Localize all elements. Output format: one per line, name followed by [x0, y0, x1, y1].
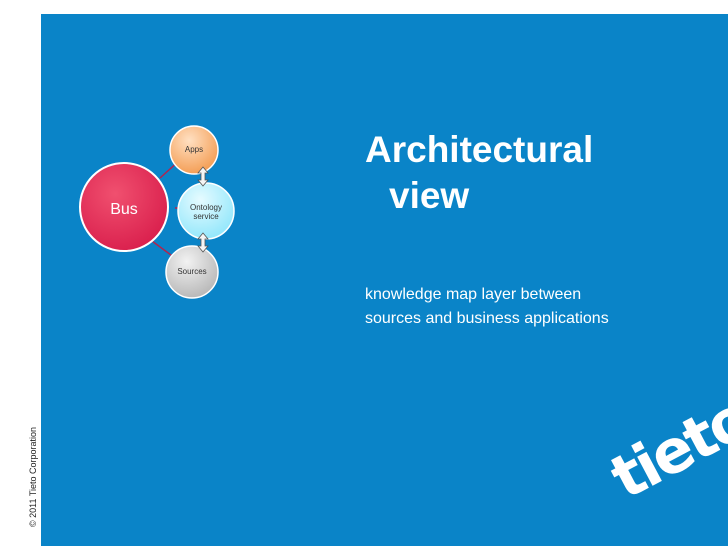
connector-bus-sources — [151, 240, 176, 259]
slide-subtitle: knowledge map layer between sources and … — [365, 283, 685, 331]
sources-node-label: Sources — [177, 267, 206, 276]
sources-node — [165, 245, 219, 299]
ontology-node-label-line1: Ontology — [190, 203, 222, 212]
double-arrow-ontology-sources — [197, 232, 209, 253]
double-arrow-apps-ontology — [197, 166, 209, 187]
subtitle-line-1: knowledge map layer between — [365, 286, 582, 303]
content-panel — [41, 14, 728, 546]
tieto-logo: tieto — [598, 384, 728, 528]
title-line-2: view — [389, 175, 470, 216]
ontology-node-label-line2: service — [193, 212, 219, 221]
slide-title: Architectural view — [365, 127, 695, 219]
subtitle-line-2: sources and business applications — [365, 310, 609, 327]
apps-node — [169, 125, 219, 175]
bus-node-label: Bus — [110, 201, 138, 218]
title-line-1: Architectural — [365, 129, 594, 170]
apps-node-label: Apps — [185, 145, 203, 154]
bus-node — [79, 162, 169, 252]
